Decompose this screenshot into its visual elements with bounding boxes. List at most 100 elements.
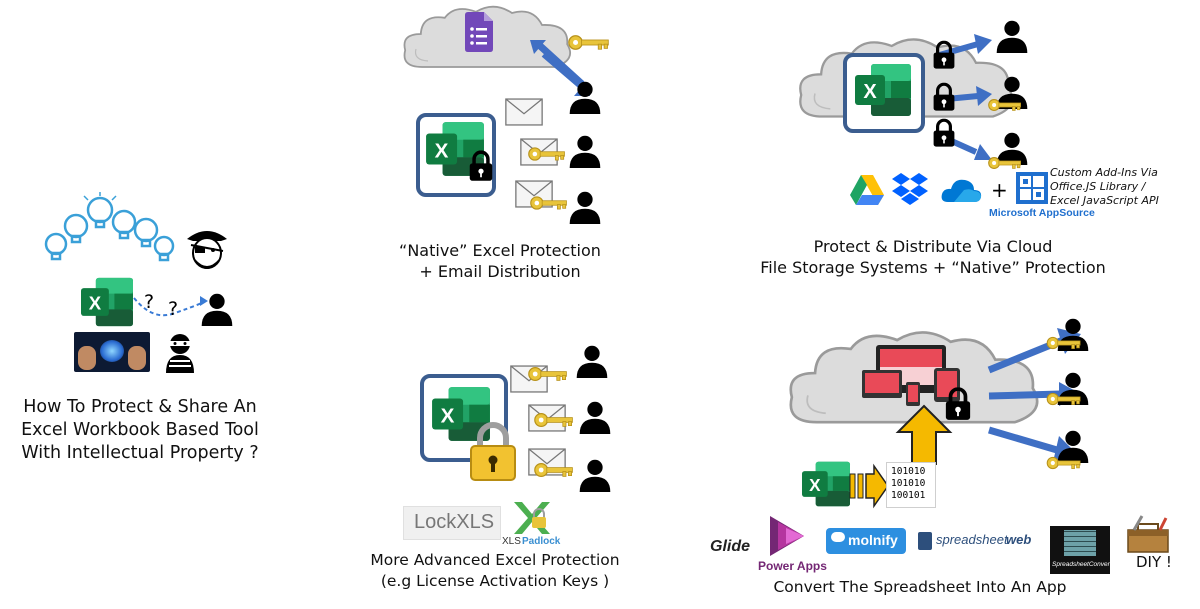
question-mark-2: ? [168, 298, 179, 320]
key-icon [528, 366, 568, 382]
advanced-caption-line-2: (e.g License Activation Keys ) [380, 572, 610, 590]
lock-icon [932, 40, 956, 70]
two-way-arrow [530, 40, 590, 96]
xls-label: XLS [502, 536, 521, 547]
excel-letter: X [441, 404, 455, 427]
xls-padlock-icon [514, 502, 550, 534]
native-email-caption: “Native” Excel Protection + Email Distri… [380, 240, 620, 282]
diy-label: DIY ! [1136, 553, 1172, 571]
dropbox-icon [892, 173, 928, 205]
binary-code-box: 101010 101010 100101 [886, 462, 936, 508]
plus-sign: + [991, 178, 1008, 202]
conversion-arrow [849, 463, 889, 509]
app-conversion-panel: X 101010 101010 100101 Glide Power Apps … [700, 310, 1200, 609]
spreadsheetweb-icon [918, 532, 932, 550]
excel-icon: X [800, 460, 852, 508]
lock-icon [932, 118, 956, 148]
lock-icon [932, 82, 956, 112]
onedrive-icon [941, 179, 982, 202]
native-email-panel: X “Native” Excel Protection + Email Dist… [380, 0, 640, 290]
excel-letter: X [863, 81, 877, 103]
left-caption-line-1: How To Protect & Share An [23, 397, 257, 417]
binary-line-1: 101010 [891, 466, 926, 477]
binary-line-3: 100101 [891, 490, 926, 501]
lightbulb-ideas-icon [44, 192, 175, 262]
phone-mockup [906, 382, 920, 406]
native-email-caption-line-1: “Native” Excel Protection [399, 241, 601, 260]
user-icon [200, 292, 234, 326]
addin-text-line-3: Excel JavaScript API [1050, 194, 1159, 207]
excel-letter: X [89, 292, 102, 313]
addin-text-line-2: Office.JS Library / [1050, 180, 1146, 193]
appsource-icon [1016, 172, 1048, 204]
excel-icon: X [424, 120, 486, 178]
excel-icon: X [852, 62, 914, 118]
spreadsheetconverter-label: SpreadsheetConverter [1052, 561, 1118, 568]
cloud-caption-line-2: File Storage Systems + “Native” Protecti… [760, 258, 1106, 277]
key-icon [530, 195, 568, 211]
left-panel: X ? ? How To Protect & Share An Excel Wo… [0, 0, 270, 609]
brain-hands-image [74, 332, 150, 372]
spreadsheetconverter-logo: SpreadsheetConverter [1050, 526, 1117, 574]
key-icon [534, 462, 574, 478]
padlock-label: Padlock [522, 536, 561, 547]
right-hand [128, 346, 146, 370]
key-icon [534, 412, 574, 428]
toolbox-icon [1127, 515, 1169, 553]
glide-logo: Glide [710, 538, 751, 555]
native-email-caption-line-2: + Email Distribution [419, 262, 581, 281]
addin-text: Custom Add-Ins Via Office.JS Library / E… [1050, 166, 1159, 208]
key-icon [988, 98, 1022, 112]
left-caption: How To Protect & Share An Excel Workbook… [10, 396, 270, 465]
envelope-icon [505, 98, 543, 126]
advanced-caption: More Advanced Excel Protection (e.g Lice… [370, 550, 620, 592]
user-icon [568, 80, 602, 114]
user-icon [575, 344, 609, 378]
advanced-protection-panel: X LockXLS XLS Padlock More Advanced Exce… [370, 330, 640, 609]
molnify-label: molnify [848, 532, 898, 548]
laptop-screen [865, 373, 899, 393]
key-icon [1046, 456, 1082, 470]
lockxls-logo: LockXLS [403, 506, 501, 540]
excel-letter: X [809, 475, 821, 495]
appsource-label: Microsoft AppSource [989, 207, 1095, 219]
cloud-caption: Protect & Distribute Via Cloud File Stor… [740, 236, 1126, 278]
spreadsheetweb-label-b: web [1006, 532, 1032, 547]
user-icon [578, 458, 612, 492]
advanced-caption-line-1: More Advanced Excel Protection [370, 551, 620, 569]
sharing-path-arrow [133, 296, 208, 317]
left-caption-line-3: With Intellectual Property ? [21, 443, 259, 463]
user-icon [568, 134, 602, 168]
google-forms-icon [465, 12, 493, 52]
laptop-mockup [862, 370, 902, 398]
power-apps-label: Power Apps [758, 559, 827, 573]
spreadsheetweb-logo: spreadsheet web [918, 530, 1032, 554]
cloud-distribution-panel: X + Microsoft AppSource Custom Add-I [760, 0, 1200, 290]
spreadsheetconverter-grid [1064, 530, 1096, 556]
excel-icon: X [78, 276, 136, 328]
left-caption-line-2: Excel Workbook Based Tool [21, 420, 259, 440]
power-apps-icon [770, 516, 804, 556]
key-icon [528, 146, 566, 162]
user-icon [568, 190, 602, 224]
user-icon [578, 400, 612, 434]
upload-arrow [895, 404, 953, 465]
app-caption-line: Convert The Spreadsheet Into An App [773, 578, 1067, 596]
pirate-icon [187, 231, 227, 269]
addin-text-line-1: Custom Add-Ins Via [1050, 166, 1158, 179]
thief-icon [166, 334, 194, 373]
cloud-caption-line-1: Protect & Distribute Via Cloud [813, 237, 1053, 256]
gold-padlock-icon [470, 422, 516, 481]
key-icon [988, 156, 1022, 170]
phone-screen [908, 385, 918, 402]
brain-glow [100, 340, 124, 362]
molnify-cloud-icon [831, 532, 845, 542]
question-mark-1: ? [144, 291, 155, 313]
google-drive-icon [850, 175, 884, 205]
key-icon [1046, 336, 1082, 350]
app-caption: Convert The Spreadsheet Into An App [750, 577, 1090, 598]
excel-letter: X [435, 139, 449, 162]
spreadsheetweb-label-a: spreadsheet [936, 532, 1008, 547]
key-icon [1046, 392, 1082, 406]
left-hand [78, 346, 96, 370]
